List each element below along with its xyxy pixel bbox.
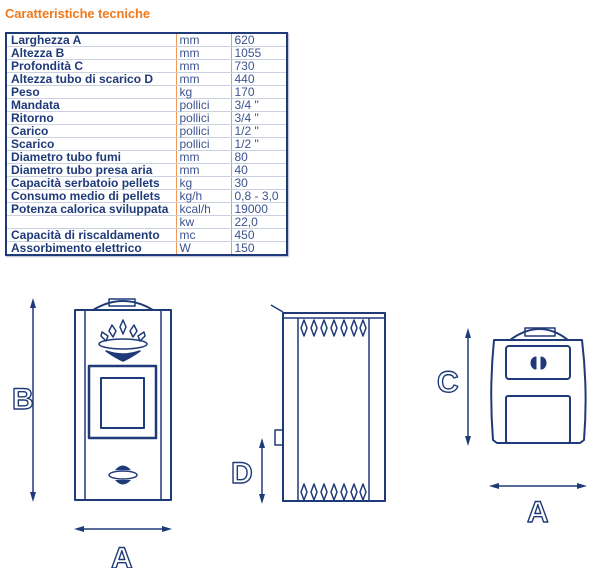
spec-label: Capacità serbatoio pellets [6, 176, 176, 190]
spec-value: 3/4 " [230, 98, 287, 112]
spec-label [6, 215, 176, 229]
spec-value: 30 [230, 176, 287, 190]
spec-unit: kcal/h [175, 202, 231, 216]
section-title: Caratteristiche tecniche [5, 6, 150, 21]
spec-label: Mandata [6, 98, 176, 112]
spec-label: Diametro tubo presa aria [6, 163, 176, 177]
depth-dimension-arrow [465, 328, 471, 446]
spec-label: Assorbimento elettrico [11, 241, 142, 255]
spec-value: 80 [230, 150, 287, 164]
spec-value: 1/2 " [230, 137, 287, 151]
spec-value: 440 [230, 72, 287, 86]
spec-label: Ritorno [6, 111, 176, 125]
spec-value: 1/2 " [230, 124, 287, 138]
spec-unit: pollici [175, 124, 231, 138]
spec-unit: mm [175, 33, 231, 47]
spec-value: 0,8 - 3,0 [230, 189, 287, 203]
lower-ornament-icon [108, 465, 138, 485]
vent-pattern-top [300, 319, 367, 337]
dimension-label-a-top: A [527, 496, 549, 529]
exhaust-pipe-stub [274, 429, 284, 446]
exhaust-height-dimension-arrow [259, 438, 265, 504]
spec-unit: mc [175, 228, 231, 242]
spec-unit: mm [175, 150, 231, 164]
dimension-label-c: C [437, 366, 459, 399]
spec-label: Peso [6, 85, 176, 99]
width-dimension-arrow [74, 526, 172, 532]
spec-unit: pollici [175, 137, 231, 151]
spec-unit: kg/h [175, 189, 231, 203]
spec-label: Altezza B [6, 46, 176, 60]
spec-value: 170 [230, 85, 287, 99]
dimension-label-a-front: A [111, 542, 133, 568]
spec-unit: mm [175, 59, 231, 73]
spec-value: 1055 [230, 46, 287, 60]
vent-pattern-bottom [300, 483, 367, 501]
spec-unit: mm [175, 46, 231, 60]
width-dimension-arrow-top [489, 483, 587, 489]
spec-label: Profondità C [6, 59, 176, 73]
spec-value: 19000 [230, 202, 287, 216]
spec-label: Diametro tubo fumi [6, 150, 176, 164]
spec-label: Carico [6, 124, 176, 138]
leaf-ornament-icon [98, 319, 148, 362]
spec-unit: kg [175, 85, 231, 99]
spec-value: 620 [230, 33, 287, 47]
height-dimension-arrow [30, 298, 36, 502]
spec-unit: pollici [175, 98, 231, 112]
spec-label: Larghezza A [6, 33, 176, 47]
spec-value: 450 [230, 228, 287, 242]
spec-unit: mm [175, 163, 231, 177]
dimension-label-d: D [231, 457, 253, 490]
spec-unit: mm [175, 72, 231, 86]
spec-value: 40 [230, 163, 287, 177]
spec-unit: kw [175, 215, 231, 229]
spec-value: 150 [230, 241, 287, 255]
burner-icon [530, 356, 547, 370]
top-view-drawing: C A [436, 327, 587, 530]
spec-label: Potenza calorica sviluppata [6, 202, 176, 216]
spec-label: Altezza tubo di scarico D [6, 72, 176, 86]
spec-value: 730 [230, 59, 287, 73]
spec-label: Scarico [6, 137, 176, 151]
spec-unit: W [175, 241, 231, 255]
spec-label: Consumo medio di pellets [6, 189, 176, 203]
spec-unit: kg [175, 176, 231, 190]
spec-label: Capacità di riscaldamento [6, 228, 176, 242]
front-view-drawing: B A [11, 298, 172, 568]
spec-value: 3/4 " [230, 111, 287, 125]
dimension-label-b: B [12, 383, 34, 416]
side-view-drawing: D [230, 304, 386, 504]
dimension-drawings: B A [11, 298, 587, 568]
spec-unit: pollici [175, 111, 231, 125]
spec-value: 22,0 [230, 215, 287, 229]
